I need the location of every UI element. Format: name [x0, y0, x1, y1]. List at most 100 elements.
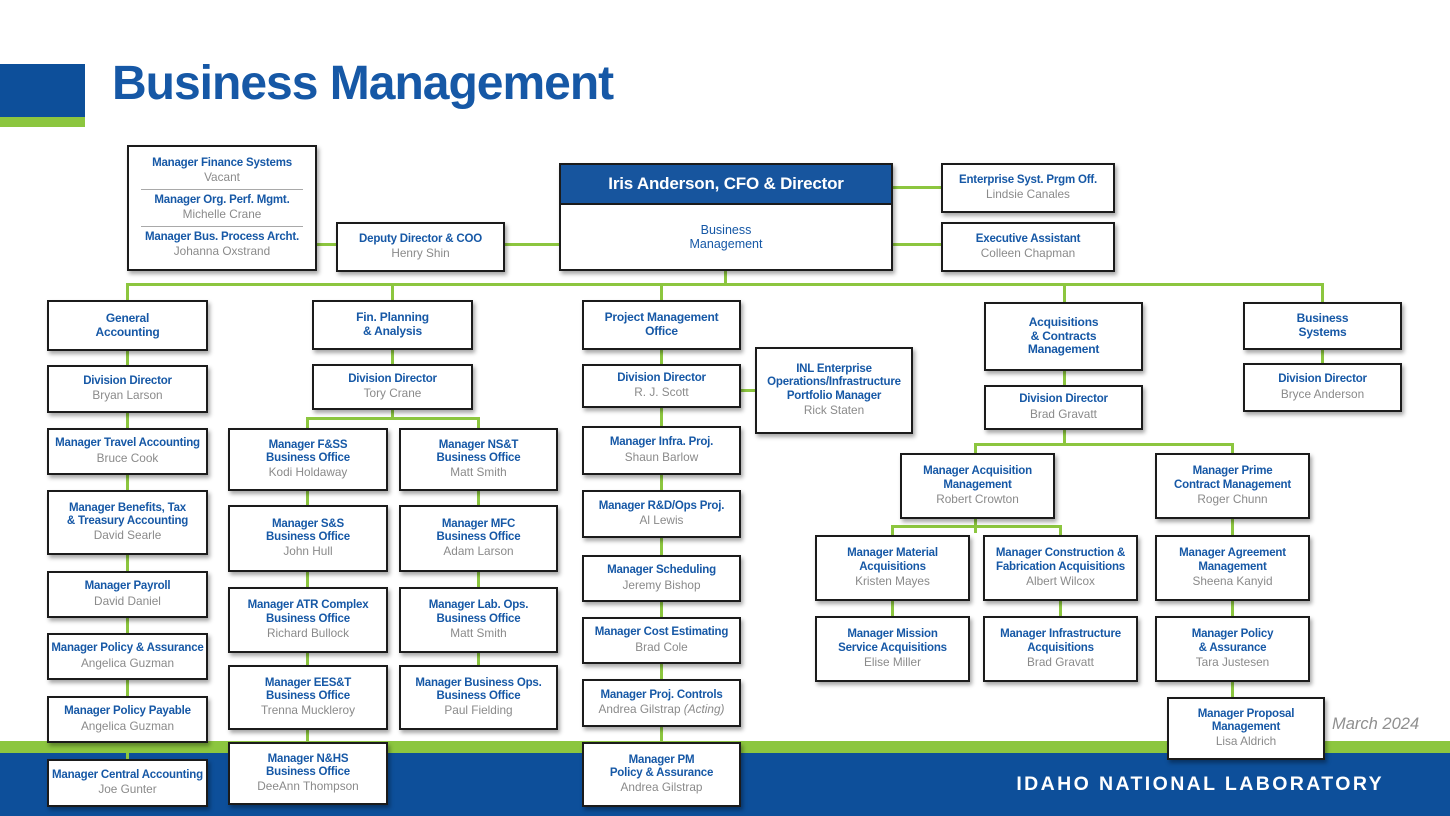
box-person: Brad Gravatt [1030, 406, 1097, 421]
stack-entry: Manager Org. Perf. Mgmt.Michelle Crane [154, 193, 289, 223]
box-title: Accounting [95, 324, 160, 339]
box-title: Project Management [604, 310, 719, 325]
box-title: Operations/Infrastructure [767, 376, 901, 389]
box-title: Business Office [436, 452, 521, 465]
box-title: Service Acquisitions [838, 641, 947, 654]
box-person: Brad Cole [635, 639, 688, 654]
box-title: Manager Bus. Process Archt. [145, 231, 299, 244]
box-person: John Hull [283, 544, 333, 559]
box-title: Manager Scheduling [607, 564, 716, 577]
box-title: Business Office [436, 612, 521, 625]
acting-label: (Acting) [683, 702, 725, 717]
box-title: Division Director [1278, 373, 1367, 386]
box-title: Manager MFC [441, 517, 516, 530]
box-title: & Treasury Accounting [66, 515, 189, 528]
box-person: Paul Fielding [444, 703, 513, 718]
box-person: Kristen Mayes [855, 573, 930, 588]
banner-header: Iris Anderson, CFO & Director [561, 165, 891, 205]
box-person: Andrea Gilstrap (Acting) [598, 702, 725, 717]
box-hdr-fin-planning: Fin. Planning& Analysis [312, 300, 473, 350]
box-title: Manager R&D/Ops Proj. [598, 499, 725, 512]
connector-line [893, 186, 941, 189]
box-person: Roger Chunn [1197, 491, 1268, 506]
box-person: David Searle [93, 528, 162, 543]
box-title: Manager Infra. Proj. [609, 436, 714, 449]
connector-line [505, 243, 559, 246]
footer-wordmark: IDAHO NATIONAL LABORATORY [1016, 773, 1384, 795]
box-title: Deputy Director & COO [359, 232, 482, 245]
box-person: Lindsie Canales [986, 187, 1070, 202]
box-title: Manager Acquisition [923, 465, 1032, 478]
box-title: Manager Finance Systems [152, 156, 292, 169]
box-person: Rick Staten [803, 403, 865, 418]
stack-entry: Manager Bus. Process Archt.Johanna Oxstr… [145, 230, 299, 260]
connector-line [741, 389, 755, 392]
box-title: Fin. Planning [356, 310, 429, 325]
box-title: Business [1296, 311, 1349, 326]
box-title: Manager Material [847, 547, 938, 560]
box-title: Manager Agreement [1179, 547, 1286, 560]
stack-separator [141, 188, 303, 190]
box-person: Bryce Anderson [1280, 386, 1365, 401]
box-person: Andrea Gilstrap [620, 780, 703, 795]
box-title: Business Office [436, 531, 521, 544]
box-title: Manager N&HS [267, 752, 349, 765]
connector-line [317, 243, 336, 246]
box-title: Manager PM [628, 753, 695, 766]
box-person: Henry Shin [391, 246, 450, 261]
box-title: Manager Policy [1191, 628, 1274, 641]
box-pmo-rdops: Manager R&D/Ops Proj.Al Lewis [582, 490, 741, 538]
box-person: Jeremy Bishop [622, 577, 701, 592]
box-title: Fabrication Acquisitions [996, 560, 1125, 573]
box-title: Manager Policy Payable [64, 705, 191, 718]
box-person: Vacant [204, 169, 240, 184]
connector-line [724, 270, 727, 286]
box-title: Manager Org. Perf. Mgmt. [154, 193, 290, 206]
page-title: Business Management [112, 57, 614, 110]
box-person: R. J. Scott [634, 385, 689, 400]
box-title: Manager Central Accounting [52, 768, 203, 781]
box-title: Manager EES&T [264, 676, 352, 689]
box-title: Executive Assistant [975, 232, 1081, 245]
box-person: Adam Larson [443, 544, 514, 559]
box-title: Division Director [83, 374, 172, 387]
box-person: Elise Miller [863, 654, 922, 669]
box-title: INL Enterprise [796, 363, 872, 376]
box-title: Manager Proposal [1197, 707, 1295, 720]
box-title: & Contracts [1030, 328, 1097, 343]
box-title: Manager Mission [847, 628, 938, 641]
box-person: Shaun Barlow [624, 449, 699, 464]
box-ga-benefits: Manager Benefits, Tax& Treasury Accounti… [47, 490, 208, 555]
connector-line [306, 417, 309, 748]
date-label: March 2024 [1332, 715, 1420, 733]
box-person: David Daniel [94, 593, 161, 608]
box-title: Manager S&S [272, 517, 344, 530]
box-person: Tara Justesen [1195, 654, 1270, 669]
box-title: Manager Proj. Controls [600, 688, 723, 701]
box-title: Manager Prime [1192, 465, 1273, 478]
box-title: & Analysis [363, 324, 422, 338]
